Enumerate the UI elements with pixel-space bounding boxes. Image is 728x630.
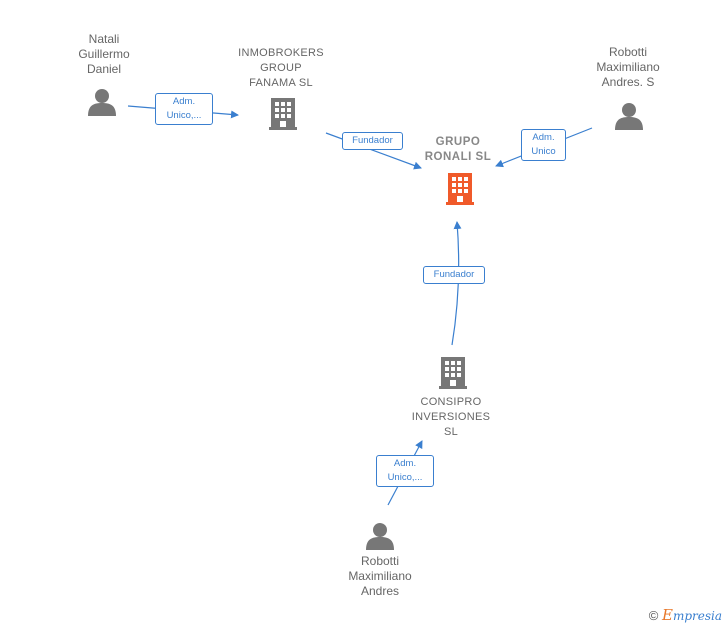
- node-label-robotti-s[interactable]: Robotti Maximiliano Andres. S: [596, 45, 660, 89]
- brand-name: mpresia: [672, 609, 722, 623]
- edge-label-adm-unico: Adm. Unico: [521, 129, 566, 161]
- edge-consipro-grupo: [451, 221, 462, 346]
- edge-label-fundador: Fundador: [423, 266, 485, 284]
- person-icon: [615, 103, 643, 130]
- node-label-robotti[interactable]: Robotti Maximiliano Andres: [348, 554, 412, 598]
- node-label-consipro[interactable]: CONSIPRO INVERSIONES SL: [411, 396, 491, 438]
- edge-label-fundador: Fundador: [342, 132, 403, 150]
- node-label-grupo-ronali[interactable]: GRUPO RONALI SL: [424, 136, 492, 163]
- edge-label-adm-unico: Adm. Unico,...: [376, 455, 434, 487]
- main-building-icon: [446, 173, 474, 205]
- copyright-symbol: ©: [648, 608, 659, 623]
- node-label-natali[interactable]: Natali Guillermo Daniel: [78, 32, 130, 76]
- edge-label-adm-unico: Adm. Unico,...: [155, 93, 213, 125]
- brand-initial: E: [661, 606, 673, 624]
- edge-inmobrokers-grupo: [325, 132, 422, 170]
- empresia-logo: © Empresia: [649, 606, 722, 624]
- person-icon: [366, 523, 394, 550]
- building-icon: [269, 98, 297, 130]
- person-icon: [88, 89, 116, 116]
- building-icon: [439, 357, 467, 389]
- node-label-inmobrokers[interactable]: INMOBROKERS GROUP FANAMA SL: [238, 47, 324, 89]
